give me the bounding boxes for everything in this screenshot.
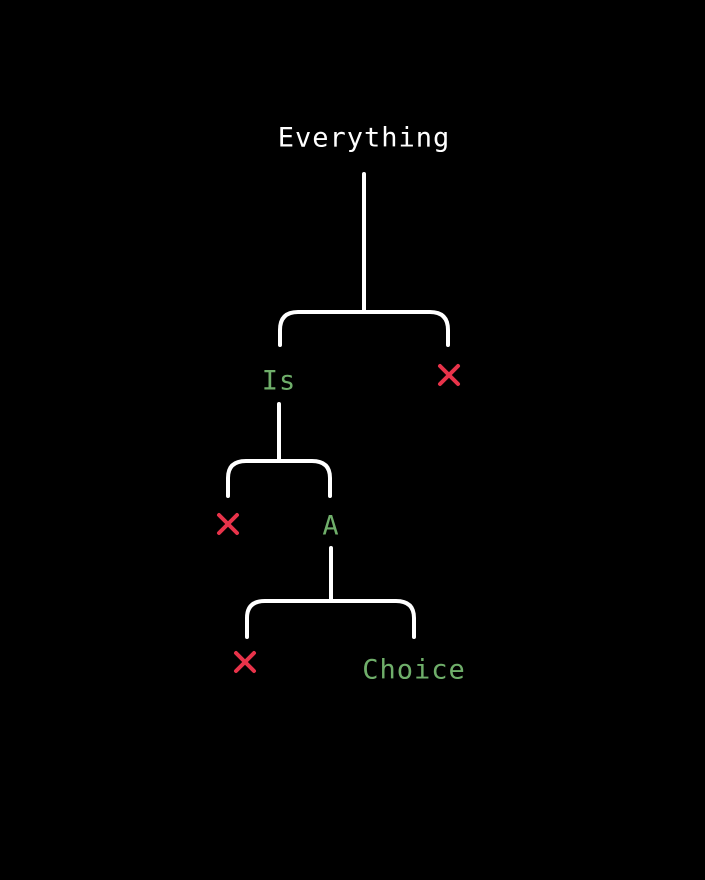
level1-rejected-cross-icon [438, 364, 460, 386]
level3-rejected-cross-icon [234, 651, 256, 673]
root-branch-connector [278, 172, 450, 347]
level1-branch-connector [226, 402, 332, 498]
level3-node-label: Choice [362, 655, 466, 686]
level2-branch-connector [245, 546, 416, 639]
level1-node-label: Is [262, 366, 297, 397]
root-node-label: Everything [278, 123, 451, 154]
level2-node-label: A [322, 511, 339, 542]
level2-rejected-cross-icon [217, 513, 239, 535]
